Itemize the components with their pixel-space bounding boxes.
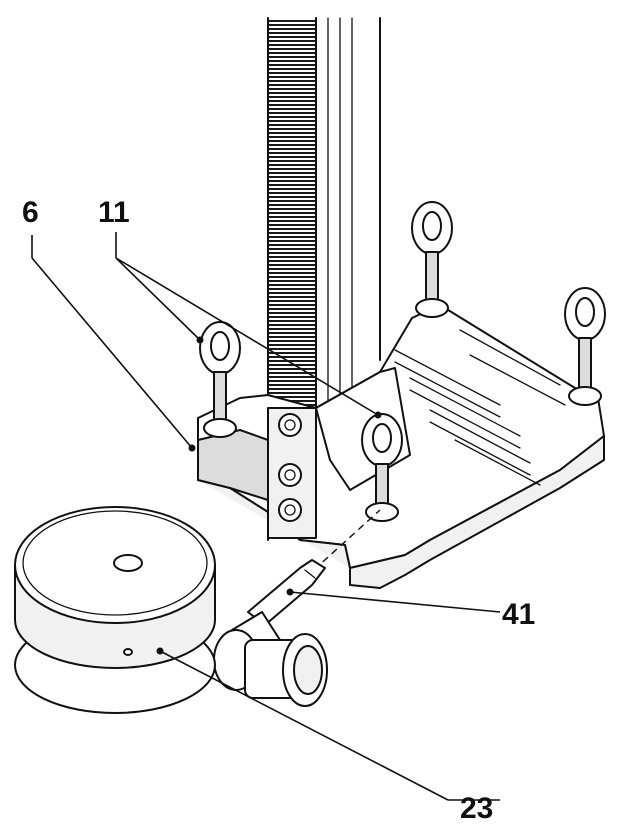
wheel-assembly: [213, 611, 328, 707]
clamp-bolts: [278, 413, 302, 522]
base-disc: [14, 506, 216, 714]
callout-23: 23: [460, 792, 493, 825]
eye-bolt-front-left: [199, 321, 241, 438]
toothed-rack: [268, 18, 316, 410]
callout-41: 41: [502, 598, 535, 631]
eye-bolt-right: [564, 287, 606, 406]
eye-bolt-front-center: [361, 413, 403, 522]
callout-6: 6: [22, 196, 39, 229]
eye-bolt-back-left: [411, 201, 453, 318]
plate-ribs: [394, 329, 566, 486]
leader-lines: [31, 232, 501, 801]
callout-11: 11: [98, 196, 130, 229]
